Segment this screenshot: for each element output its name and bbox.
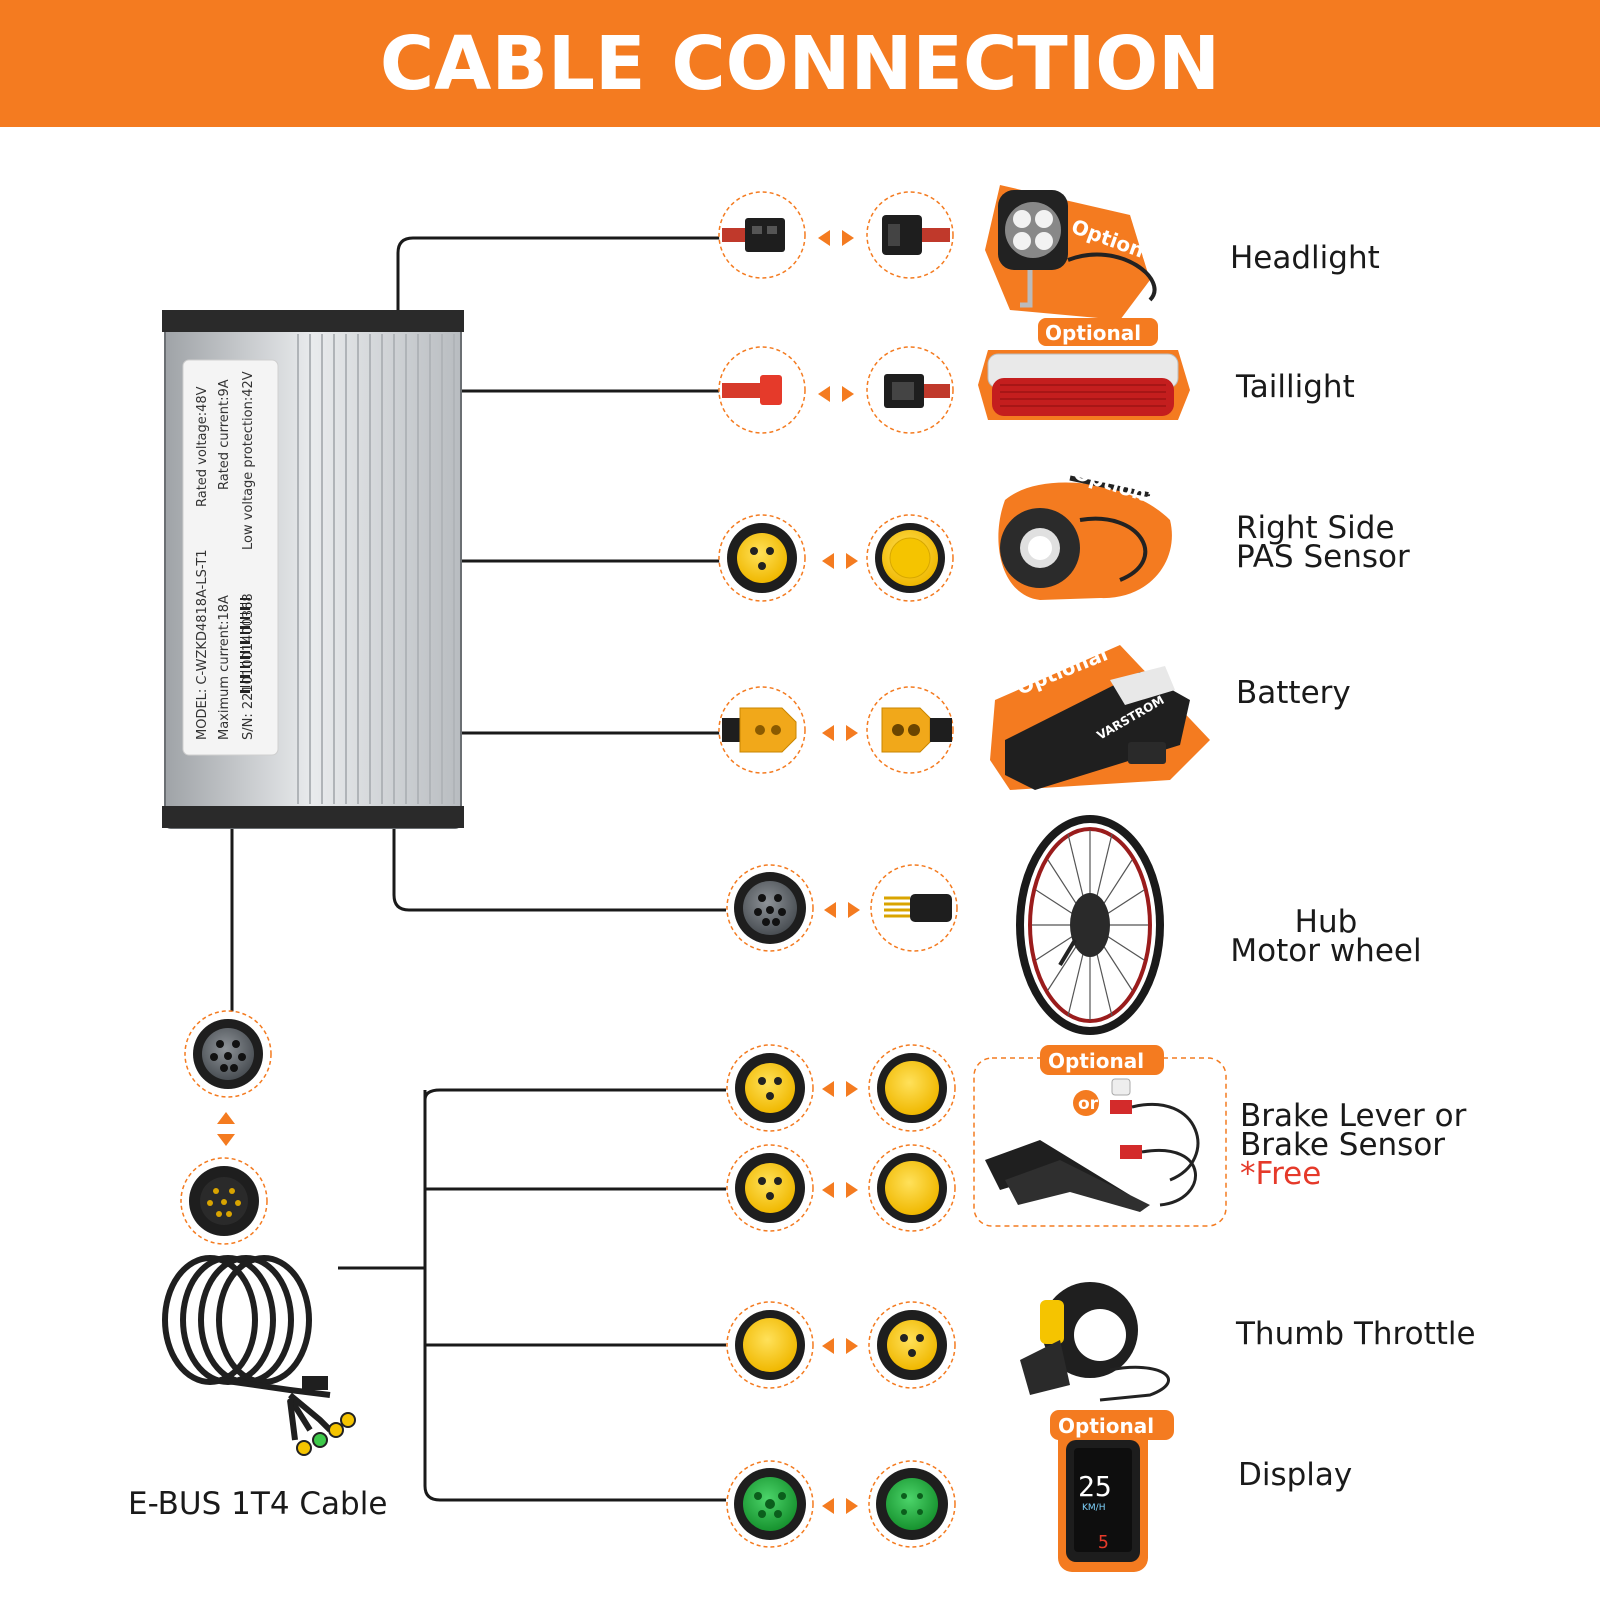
battery-image: VARSTROM Optional	[990, 641, 1210, 790]
double-arrow-icon	[822, 1498, 858, 1514]
wire-motor	[392, 828, 726, 912]
headlight-label: Headlight	[1230, 240, 1380, 276]
ebus-connector-pair	[180, 1010, 272, 1245]
wire-headlight	[396, 236, 722, 313]
headlight-image: Optional	[985, 185, 1167, 320]
double-arrow-icon	[824, 902, 860, 918]
double-arrow-icon	[818, 230, 854, 246]
page-title: CABLE CONNECTION	[379, 20, 1221, 107]
double-arrow-icon	[822, 1338, 858, 1354]
controller-max-current: Maximum current:18A	[217, 595, 232, 740]
display-unit: KM/H	[1082, 1503, 1105, 1513]
headlight-connector-pair	[718, 191, 954, 279]
double-arrow-icon	[822, 1182, 858, 1198]
double-arrow-icon	[822, 1081, 858, 1097]
display-image: 25 KM/H 5 Optional	[1050, 1410, 1174, 1572]
controller-fins	[297, 334, 455, 804]
vertical-double-arrow-icon	[217, 1112, 235, 1146]
hub-motor-wheel-image	[1016, 815, 1164, 1035]
battery-connector-pair	[718, 686, 954, 774]
optional-tag: Optional	[1048, 1049, 1144, 1073]
double-arrow-icon	[822, 725, 858, 741]
controller-rated-current: Rated current:9A	[217, 379, 232, 490]
wire-brake-1	[423, 1088, 726, 1101]
battery-label: Battery	[1236, 675, 1351, 711]
display-speed: 25	[1078, 1470, 1112, 1503]
taillight-image: Optional	[978, 318, 1190, 420]
controller-model: MODEL: C-WZKD4818A-LS-T1	[195, 549, 210, 740]
ebus-cable-label: E-BUS 1T4 Cable	[128, 1486, 388, 1522]
controller-label-sticker	[182, 359, 279, 756]
brake-option-box: Optional or	[973, 1045, 1227, 1227]
optional-tag: Optional	[1045, 321, 1141, 345]
double-arrow-icon	[818, 386, 854, 402]
display-level: 5	[1098, 1532, 1109, 1553]
title-banner: CABLE CONNECTION	[0, 0, 1600, 127]
controller-box: MODEL: C-WZKD4818A-LS-T1 Maximum current…	[162, 310, 464, 829]
connection-arrows	[217, 230, 860, 1514]
pas-sensor-label: Right Side PAS Sensor	[1236, 510, 1410, 575]
pas-connector-pair	[718, 514, 954, 602]
ebus-cable-image	[162, 1255, 356, 1456]
optional-tag: Optional	[1058, 1414, 1154, 1438]
wires	[230, 236, 726, 1502]
thumb-throttle-label: Thumb Throttle	[1236, 1316, 1476, 1352]
brake-connector-pair-1	[726, 1044, 956, 1132]
display-connector-pair	[726, 1460, 956, 1548]
taillight-connector-pair	[718, 346, 954, 434]
thumb-throttle-image	[1020, 1282, 1170, 1402]
throttle-connector-pair	[726, 1301, 956, 1389]
taillight-label: Taillight	[1236, 369, 1355, 405]
free-note: *Free	[1240, 1156, 1322, 1192]
brake-connector-pair-2	[726, 1144, 956, 1232]
double-arrow-icon	[822, 553, 858, 569]
display-label: Display	[1238, 1457, 1353, 1493]
brake-label: Brake Lever or Brake Sensor *Free	[1240, 1098, 1467, 1192]
hub-motor-label: Hub Motor wheel	[1230, 904, 1422, 969]
controller-low-voltage: Low voltage protection:42V	[241, 371, 256, 550]
motor-connector-pair	[726, 864, 958, 952]
or-tag: or	[1078, 1094, 1099, 1114]
wire-ebus-trunk	[423, 1090, 726, 1502]
controller-rated-voltage: Rated voltage:48V	[195, 386, 210, 507]
controller-barcode	[240, 598, 250, 693]
pas-sensor-image: Optional	[998, 460, 1172, 600]
